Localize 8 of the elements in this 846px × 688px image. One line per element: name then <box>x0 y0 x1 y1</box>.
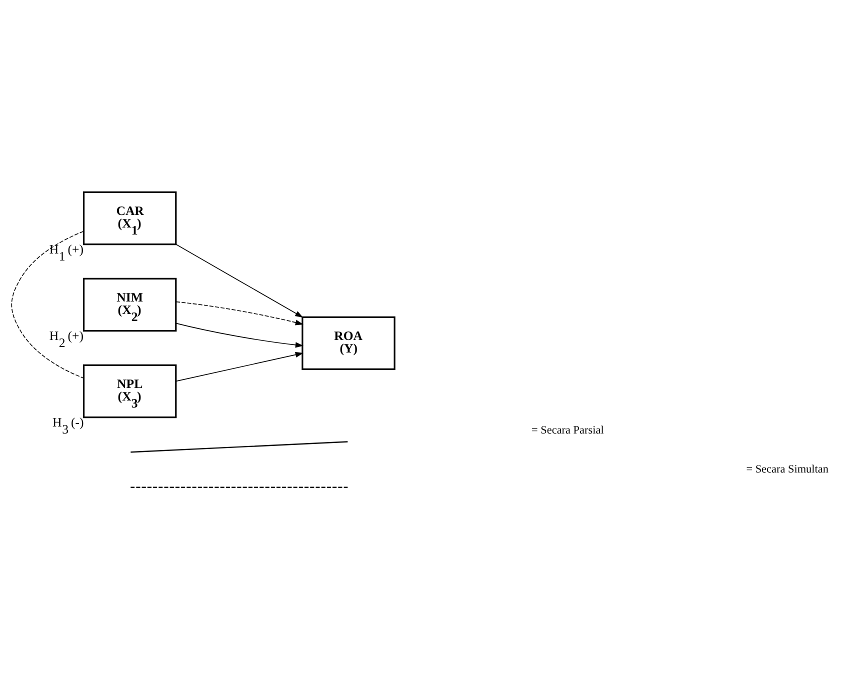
arrow <box>175 244 304 318</box>
connector <box>11 231 84 378</box>
arrow <box>176 301 304 326</box>
arrow <box>176 352 304 382</box>
legend-label: = Secara Simultan <box>746 464 828 476</box>
node-box: ROA (Y) <box>302 316 396 370</box>
arrow <box>176 322 304 348</box>
legend-label: = Secara Parsial <box>532 424 604 436</box>
